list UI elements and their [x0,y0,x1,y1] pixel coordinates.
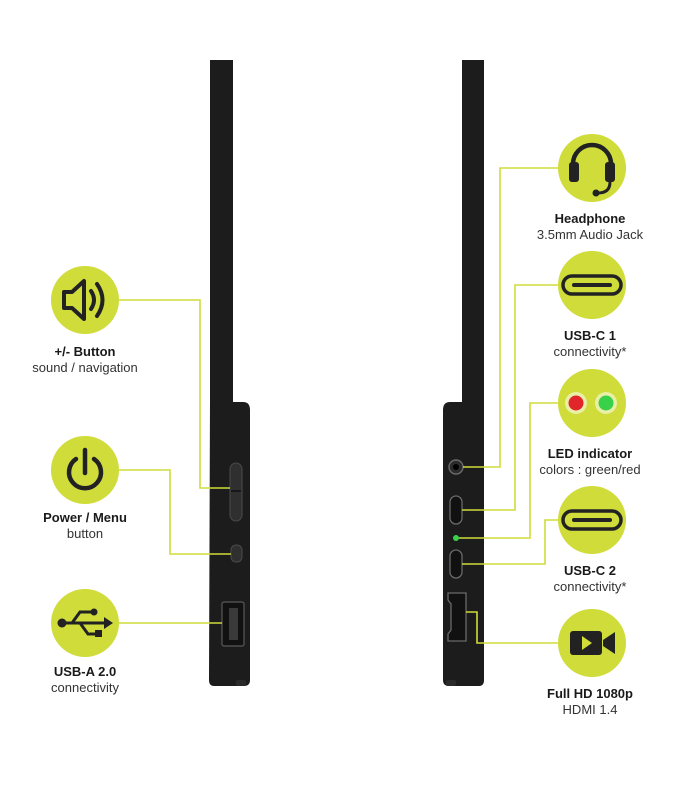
led-light [453,535,459,541]
feature-title: Full HD 1080p [547,686,633,701]
usb-c-port-icon [558,486,626,554]
feature-label-volume: +/- Button sound / navigation [0,344,175,376]
left-monitor-side [209,60,250,686]
feature-title: LED indicator [547,446,633,461]
feature-subtitle: connectivity* [553,344,627,359]
right-monitor-side [443,60,484,686]
feature-label-usba: USB-A 2.0 connectivity [0,664,175,696]
feature-label-headphone: Headphone 3.5mm Audio Jack [500,211,680,243]
usb-c-port-1 [449,495,463,525]
feature-label-power: Power / Menu button [0,510,175,542]
feature-title: USB-C 1 [563,328,616,343]
video-camera-icon [558,609,626,677]
feature-subtitle: button [66,526,104,541]
feature-title: USB-C 2 [563,563,616,578]
feature-subtitle: sound / navigation [32,360,138,375]
feature-subtitle: 3.5mm Audio Jack [536,227,644,242]
led-icon [558,369,626,437]
right-callout-lines [459,167,558,644]
feature-label-led: LED indicator colors : green/red [500,446,680,478]
usb-icon [51,589,119,657]
feature-title: Headphone [554,211,626,226]
feature-subtitle: connectivity [51,680,119,695]
feature-title: USB-A 2.0 [53,664,117,679]
feature-label-usbc2: USB-C 2 connectivity* [500,563,680,595]
left-callout-lines [117,299,231,624]
feature-subtitle: HDMI 1.4 [562,702,618,717]
feature-subtitle: connectivity* [553,579,627,594]
feature-title: +/- Button [54,344,116,359]
usb-c-port-icon [558,251,626,319]
power-button [230,544,243,563]
speaker-icon [51,266,119,334]
hdmi-port [447,592,467,642]
feature-label-hdmi: Full HD 1080p HDMI 1.4 [500,686,680,718]
usb-c-port-2 [449,549,463,579]
feature-subtitle: colors : green/red [539,462,641,477]
feature-title: Power / Menu [43,510,127,525]
headset-icon [558,134,626,202]
volume-rocker [229,462,243,522]
feature-label-usbc1: USB-C 1 connectivity* [500,328,680,360]
power-icon [51,436,119,504]
